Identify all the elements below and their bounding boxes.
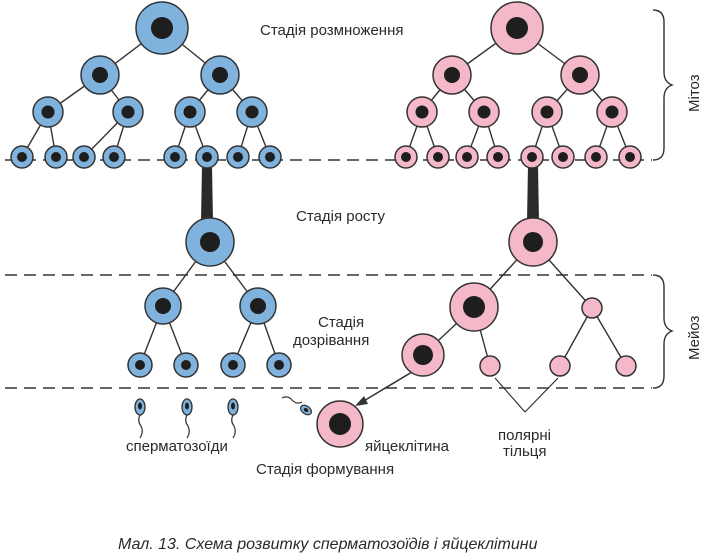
meiosis-label: Мейоз bbox=[686, 315, 703, 360]
oogonium-l4-6 bbox=[551, 145, 575, 169]
spermatogonium-l4-5 bbox=[163, 145, 187, 169]
formation-stage-label: Стадія формування bbox=[256, 461, 394, 478]
spermatid-4 bbox=[266, 352, 292, 378]
oogonium-l4-4 bbox=[486, 145, 510, 169]
sperm-3 bbox=[227, 398, 239, 439]
polar-body-2 bbox=[479, 355, 501, 377]
primary-oocyte bbox=[508, 217, 558, 267]
spermatozoa-group bbox=[134, 396, 313, 439]
mitosis-bracket bbox=[652, 9, 674, 161]
egg-cell bbox=[316, 400, 364, 448]
sperm-approaching-egg bbox=[281, 396, 313, 416]
oogonium-l2-2 bbox=[560, 55, 600, 95]
cells bbox=[10, 1, 642, 448]
polar-bodies-label-1: полярні bbox=[498, 427, 551, 444]
spermatogonium-l4-1 bbox=[10, 145, 34, 169]
egg-arrow-head bbox=[355, 396, 368, 406]
spermatogonium-l2-1 bbox=[80, 55, 120, 95]
lineage-line bbox=[559, 307, 593, 367]
spermatogonium-l4-2 bbox=[44, 145, 68, 169]
oogonium-l4-2 bbox=[426, 145, 450, 169]
polar-body-1 bbox=[581, 297, 603, 319]
spermatid-2 bbox=[173, 352, 199, 378]
spermatogonium-l3-4 bbox=[236, 96, 268, 128]
oogonium-l3-2 bbox=[468, 96, 500, 128]
spermatogonium-l3-1 bbox=[32, 96, 64, 128]
oogonium-primary bbox=[490, 1, 544, 55]
oogonium-l4-8 bbox=[618, 145, 642, 169]
maturation-stage-label-2: дозрівання bbox=[293, 332, 369, 349]
spermatid-3 bbox=[220, 352, 246, 378]
primary-spermatocyte bbox=[185, 217, 235, 267]
sperm-1 bbox=[134, 398, 146, 439]
mitosis-label: Мітоз bbox=[686, 74, 703, 112]
oogonium-l4-1 bbox=[394, 145, 418, 169]
polar-pointer-left bbox=[494, 377, 526, 413]
spermatogonium-primary bbox=[135, 1, 189, 55]
oogonium-l2-1 bbox=[432, 55, 472, 95]
spermatogonium-l4-8 bbox=[258, 145, 282, 169]
lineage-line bbox=[591, 307, 627, 367]
female-growth-wedge bbox=[527, 165, 539, 222]
spermatogonium-l4-6 bbox=[195, 145, 219, 169]
oogonium-l3-4 bbox=[596, 96, 628, 128]
polar-body-3 bbox=[549, 355, 571, 377]
spermatid-1 bbox=[127, 352, 153, 378]
spermatogonium-l4-7 bbox=[226, 145, 250, 169]
growth-stage-label: Стадія росту bbox=[296, 208, 385, 225]
spermatozoa-label: сперматозоїди bbox=[126, 438, 228, 455]
spermatogonium-l4-4 bbox=[102, 145, 126, 169]
secondary-spermatocyte-1 bbox=[144, 287, 182, 325]
figure-caption: Мал. 13. Схема розвитку сперматозоїдів і… bbox=[118, 536, 538, 553]
maturation-stage-label-1: Стадія bbox=[318, 314, 364, 331]
polar-bodies-label-2: тільця bbox=[503, 443, 546, 460]
secondary-spermatocyte-2 bbox=[239, 287, 277, 325]
spermatogonium-l4-3 bbox=[72, 145, 96, 169]
oogonium-l4-3 bbox=[455, 145, 479, 169]
oogonium-l3-3 bbox=[531, 96, 563, 128]
polar-pointer-right bbox=[524, 377, 559, 413]
oogonium-l3-1 bbox=[406, 96, 438, 128]
sperm-2 bbox=[181, 398, 193, 439]
spermatogonium-l3-3 bbox=[174, 96, 206, 128]
spermatogonium-l3-2 bbox=[112, 96, 144, 128]
egg-cell-label: яйцеклітина bbox=[365, 438, 450, 455]
oogonium-l4-5 bbox=[520, 145, 544, 169]
secondary-oocyte bbox=[449, 282, 499, 332]
ootid bbox=[401, 333, 445, 377]
polar-body-4 bbox=[615, 355, 637, 377]
spermatogonium-l2-2 bbox=[200, 55, 240, 95]
oogonium-l4-7 bbox=[584, 145, 608, 169]
egg-arrow bbox=[361, 371, 413, 403]
male-growth-wedge bbox=[201, 165, 213, 222]
meiosis-bracket bbox=[652, 274, 674, 389]
reproduction-stage-label: Стадія розмноження bbox=[260, 22, 403, 39]
